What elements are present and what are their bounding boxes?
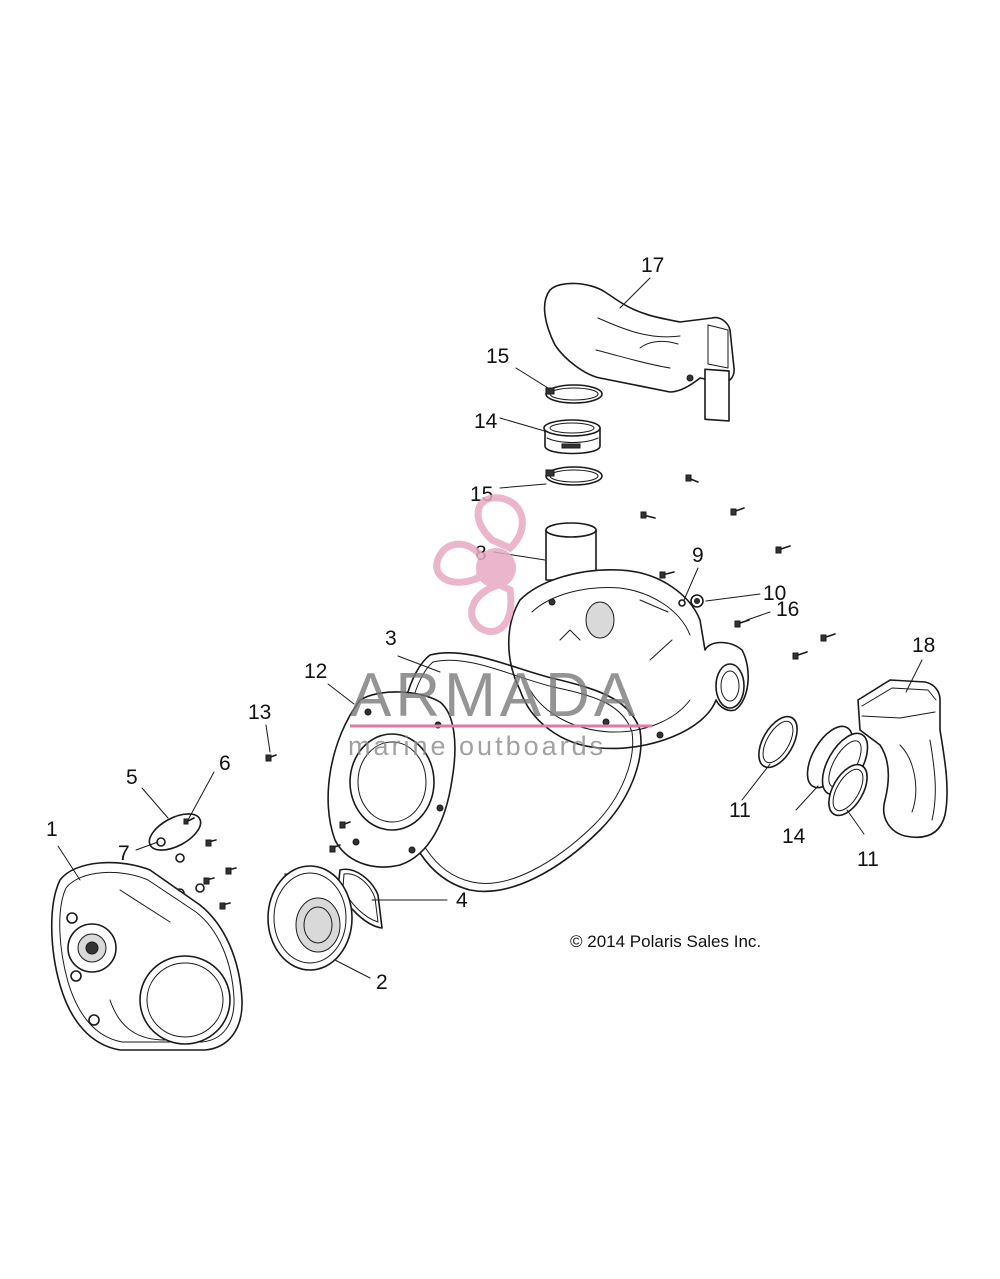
callout-6: 6 bbox=[219, 752, 231, 775]
leader-lines bbox=[57, 277, 923, 979]
callout-4: 4 bbox=[456, 889, 468, 912]
part-17-air-duct bbox=[543, 282, 735, 422]
callout-13: 13 bbox=[248, 701, 271, 724]
part-2-bearing-housing bbox=[267, 865, 353, 971]
callout-10: 10 bbox=[763, 582, 786, 605]
watermark-tagline: marine outboards bbox=[348, 731, 606, 761]
part-6-screw bbox=[183, 817, 195, 825]
part-12-seal-plate bbox=[327, 691, 456, 868]
callout-7: 7 bbox=[118, 842, 130, 865]
callout-2: 2 bbox=[376, 971, 388, 994]
part-14-coupler-upper bbox=[543, 419, 601, 455]
part-15-clamp-lower bbox=[545, 466, 603, 486]
callout-16: 16 bbox=[776, 598, 799, 621]
callout-18: 18 bbox=[912, 634, 935, 657]
part-16-bolts bbox=[640, 474, 836, 660]
part-5-cover-plate bbox=[148, 813, 202, 851]
callout-9: 9 bbox=[692, 544, 704, 567]
callout-11-right: 11 bbox=[857, 848, 879, 871]
copyright-notice: © 2014 Polaris Sales Inc. bbox=[570, 932, 761, 951]
callout-14-upper: 14 bbox=[474, 410, 498, 433]
part-18-lower-duct bbox=[857, 679, 948, 839]
callout-5: 5 bbox=[126, 766, 138, 789]
watermark: ARMADA marine outboards bbox=[348, 494, 652, 761]
callout-1: 1 bbox=[46, 818, 58, 841]
callout-3: 3 bbox=[385, 627, 397, 650]
callout-12: 12 bbox=[304, 660, 327, 683]
part-11-clamp-left bbox=[758, 715, 798, 769]
callout-11-left: 11 bbox=[729, 799, 751, 822]
part-10-nut bbox=[690, 594, 704, 608]
callout-14-lower: 14 bbox=[782, 825, 806, 848]
part-15-clamp-upper bbox=[545, 384, 603, 404]
part-11-clamp-right bbox=[828, 763, 868, 817]
part-8-inner-cover bbox=[507, 522, 749, 750]
callout-15-upper: 15 bbox=[486, 345, 509, 368]
watermark-brand: ARMADA bbox=[350, 661, 639, 730]
callout-17: 17 bbox=[641, 254, 664, 277]
propeller-icon bbox=[433, 494, 526, 635]
part-1-outer-cover bbox=[50, 861, 243, 1051]
part-9-washer bbox=[678, 599, 686, 607]
